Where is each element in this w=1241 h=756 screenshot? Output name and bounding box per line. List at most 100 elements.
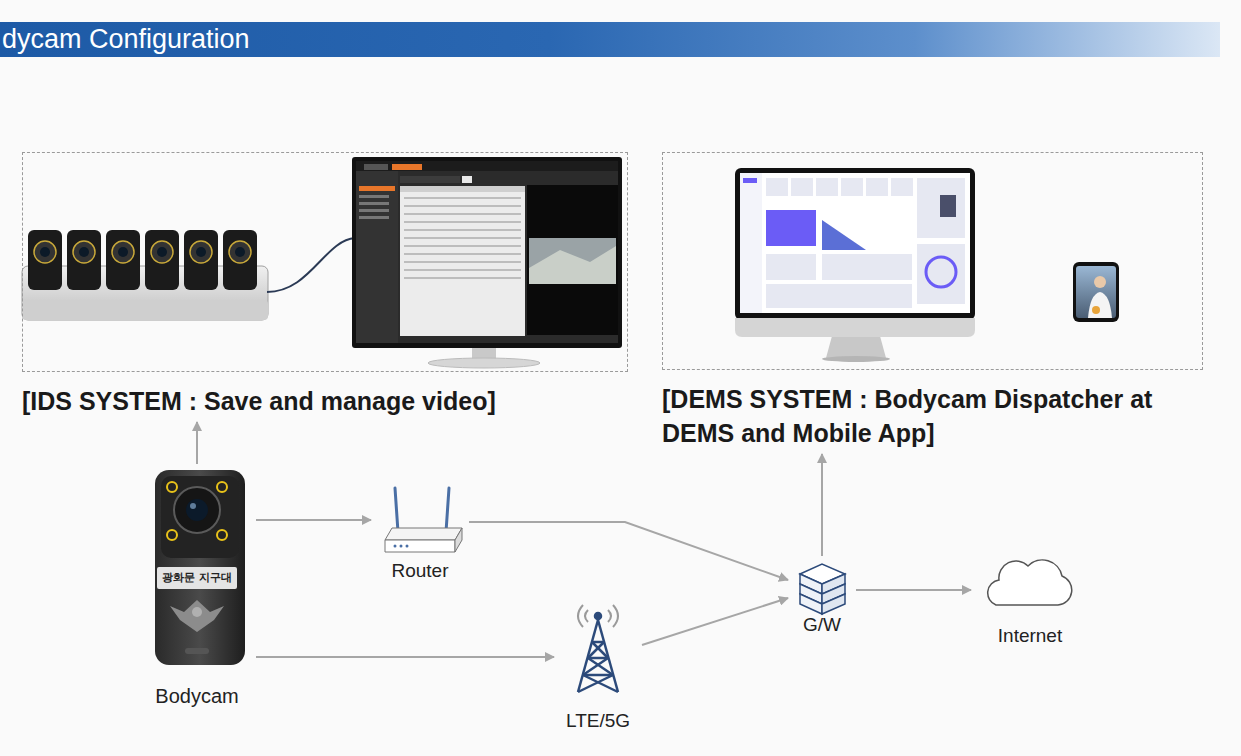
- internet-cloud: Internet: [975, 565, 1085, 647]
- bodycam-illustration: [157, 567, 237, 589]
- router-illustration: [385, 540, 455, 552]
- docked-cameras: [106, 230, 140, 290]
- gateway-server: G/W: [792, 560, 852, 636]
- dashed-frame: [22, 152, 628, 372]
- monitor: [404, 269, 521, 271]
- gateway-illustration: [800, 564, 845, 614]
- desktop-computer: [766, 178, 965, 308]
- desktop-computer: [866, 178, 888, 196]
- router-illustration: [395, 488, 398, 532]
- bodycam-illustration: [217, 530, 227, 540]
- device-label: Internet: [975, 624, 1085, 647]
- monitor: [356, 161, 618, 343]
- gateway-illustration: [822, 594, 845, 614]
- bodycam-illustration: [155, 470, 245, 665]
- router-illustration: [446, 488, 449, 532]
- cell-tower-illustration: [588, 642, 604, 658]
- connector-arrow: [642, 598, 788, 645]
- desktop-computer: [766, 210, 816, 246]
- cell-tower-illustration: [578, 605, 618, 692]
- monitor: [359, 186, 395, 191]
- monitor: [359, 216, 389, 219]
- cell-tower-illustration: [583, 658, 608, 675]
- router-illustration: [385, 488, 462, 552]
- monitor: [352, 157, 622, 348]
- bodycam-illustration: [186, 499, 208, 521]
- cell-tower-illustration: [578, 675, 613, 692]
- connector-arrow: [256, 519, 371, 521]
- bodycam-illustration: [161, 476, 239, 558]
- monitor: [428, 358, 540, 368]
- connector-arrow: [821, 454, 823, 556]
- docked-cameras: [73, 241, 95, 263]
- device-label: G/W: [792, 613, 852, 636]
- title-bar: dycam Configuration: [0, 22, 1220, 57]
- bodycam-illustration: [190, 503, 196, 509]
- mobile-phone: [1076, 266, 1116, 318]
- panel-caption: [DEMS SYSTEM : Bodycam Dispatcher at DEM…: [662, 382, 1203, 450]
- cell-tower-illustration: [608, 610, 611, 622]
- monitor: [400, 176, 460, 183]
- monitor: [404, 237, 521, 239]
- cell-tower-illustration: [583, 675, 618, 692]
- monitor: [364, 164, 388, 170]
- bodycam-illustration: [192, 607, 202, 617]
- system-panel: [IDS SYSTEM : Save and manage video]: [22, 152, 628, 418]
- docked-cameras: [196, 247, 206, 257]
- router-device: Router: [375, 484, 465, 582]
- connector-arrow: [256, 656, 554, 658]
- label-holder: Bodycam: [142, 684, 252, 708]
- bodycam-illustration: [170, 600, 224, 632]
- charging-dock: [22, 300, 268, 320]
- cell-tower-illustration: [588, 658, 613, 675]
- bodycam-device: Bodycam: [142, 468, 252, 708]
- label-holder: LTE/5G: [558, 709, 638, 732]
- cell-tower-illustration: [613, 605, 618, 627]
- monitor: [404, 253, 521, 255]
- docked-cameras: [157, 247, 167, 257]
- monitor: [356, 161, 618, 171]
- router-illustration: [455, 528, 462, 552]
- monitor: [527, 185, 618, 335]
- desktop-computer: [766, 284, 912, 308]
- monitor: [529, 246, 616, 284]
- mobile-phone: [1073, 262, 1119, 322]
- monitor: [359, 195, 389, 198]
- mobile-phone: [1094, 276, 1106, 288]
- monitor: [359, 209, 389, 212]
- desktop-computer: [735, 168, 975, 320]
- bodycam-illustration: [174, 487, 220, 533]
- monitor: [404, 197, 521, 199]
- connector-arrow: [196, 422, 198, 464]
- router-illustration: [400, 545, 403, 548]
- label-holder: Internet: [975, 624, 1085, 647]
- router-illustration: [394, 545, 397, 548]
- monitor: [404, 221, 521, 223]
- monitor: [359, 202, 389, 205]
- monitor: [400, 186, 525, 192]
- desktop-computer: [891, 178, 913, 196]
- monitor: [404, 213, 521, 215]
- mobile-phone: [1073, 262, 1119, 322]
- dashed-frame: [662, 152, 1203, 370]
- docked-cameras: [235, 247, 245, 257]
- mobile-phone: [1092, 306, 1100, 314]
- cell-tower: LTE/5G: [558, 600, 638, 732]
- mobile-phone: [1088, 292, 1112, 318]
- monitor: [462, 176, 472, 183]
- desktop-computer: [917, 244, 965, 304]
- monitor: [404, 197, 521, 279]
- desktop-computer: [826, 336, 886, 358]
- docked-cameras: [229, 241, 251, 263]
- desktop-computer: [816, 178, 838, 196]
- device-plate-text: 광화문 지구대: [157, 567, 237, 589]
- monitor: [404, 205, 521, 207]
- panel-caption: [IDS SYSTEM : Save and manage video]: [22, 384, 628, 418]
- monitor: [404, 245, 521, 247]
- desktop-computer: [822, 356, 890, 362]
- docked-cameras: [28, 230, 257, 290]
- desktop-computer: [822, 254, 912, 280]
- desktop-computer: [917, 178, 965, 238]
- cell-tower-illustration: [595, 613, 601, 619]
